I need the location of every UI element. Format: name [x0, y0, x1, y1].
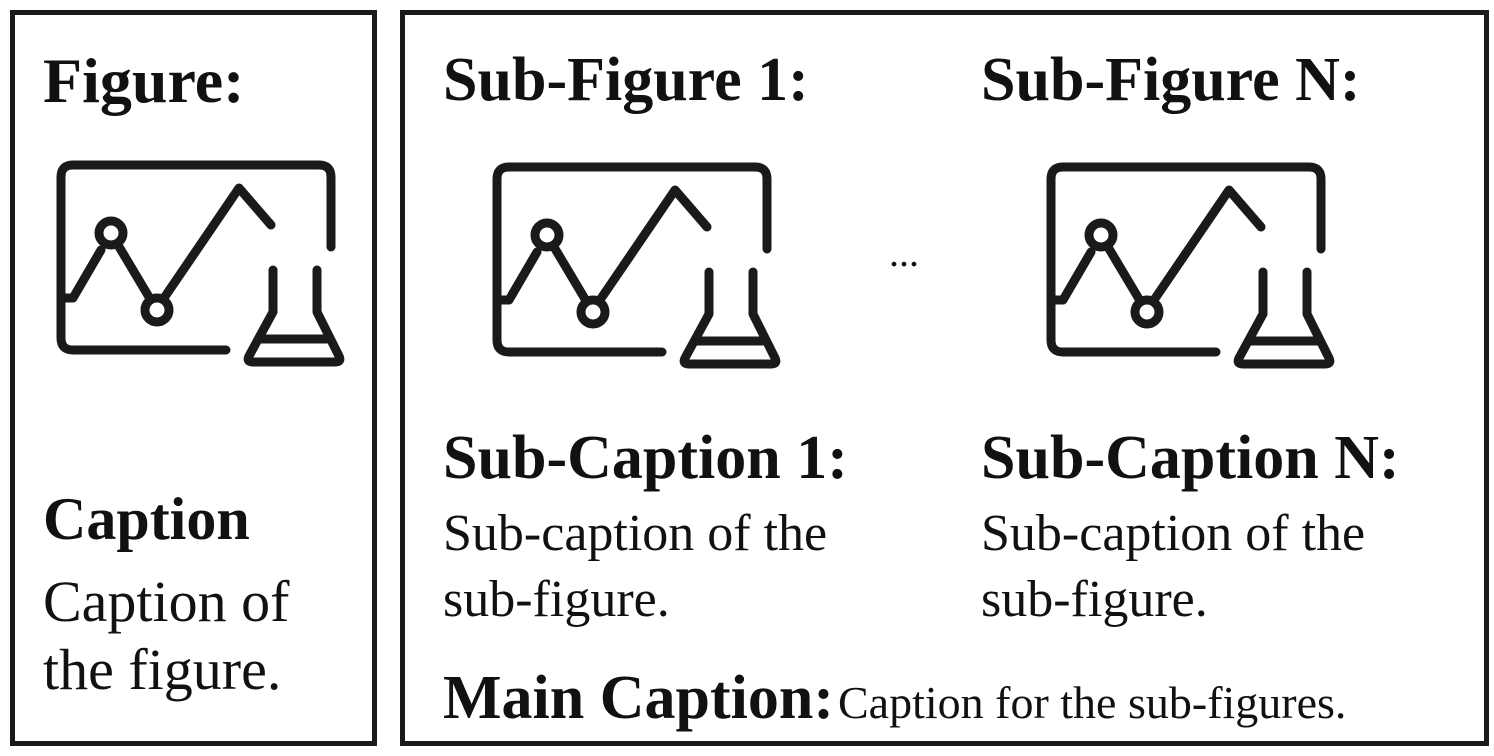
caption-line-1: Caption of	[43, 569, 290, 634]
chart-flask-icon	[51, 155, 351, 375]
subcaption-n-line-2: sub-figure.	[981, 571, 1208, 628]
figure-label: Figure:	[43, 45, 245, 116]
subcaption-n-label: Sub-Caption N:	[981, 424, 1400, 492]
caption-line-2: the figure.	[43, 637, 282, 702]
chart-flask-icon	[487, 157, 787, 377]
figure-panel: Figure: Caption Caption of the figure.	[10, 10, 377, 746]
main-caption-text: Caption for the sub-figures.	[837, 677, 1347, 728]
subcaption-n-line-1: Sub-caption of the	[981, 505, 1366, 562]
main-caption-label: Main Caption:	[443, 664, 834, 732]
subfigure-1-label: Sub-Figure 1:	[443, 46, 809, 114]
subfigure-panel: Sub-Figure 1: Sub-Figure N: ... Sub-Capt…	[400, 10, 1489, 746]
subfigure-n-label: Sub-Figure N:	[981, 46, 1361, 114]
chart-flask-icon	[1041, 157, 1341, 377]
subcaption-1-line-2: sub-figure.	[443, 571, 670, 628]
ellipsis: ...	[889, 230, 919, 275]
caption-title: Caption	[43, 486, 250, 552]
main-caption: Main Caption: Caption for the sub-figure…	[443, 667, 1346, 729]
subcaption-1-label: Sub-Caption 1:	[443, 424, 848, 492]
subcaption-1-line-1: Sub-caption of the	[443, 505, 828, 562]
